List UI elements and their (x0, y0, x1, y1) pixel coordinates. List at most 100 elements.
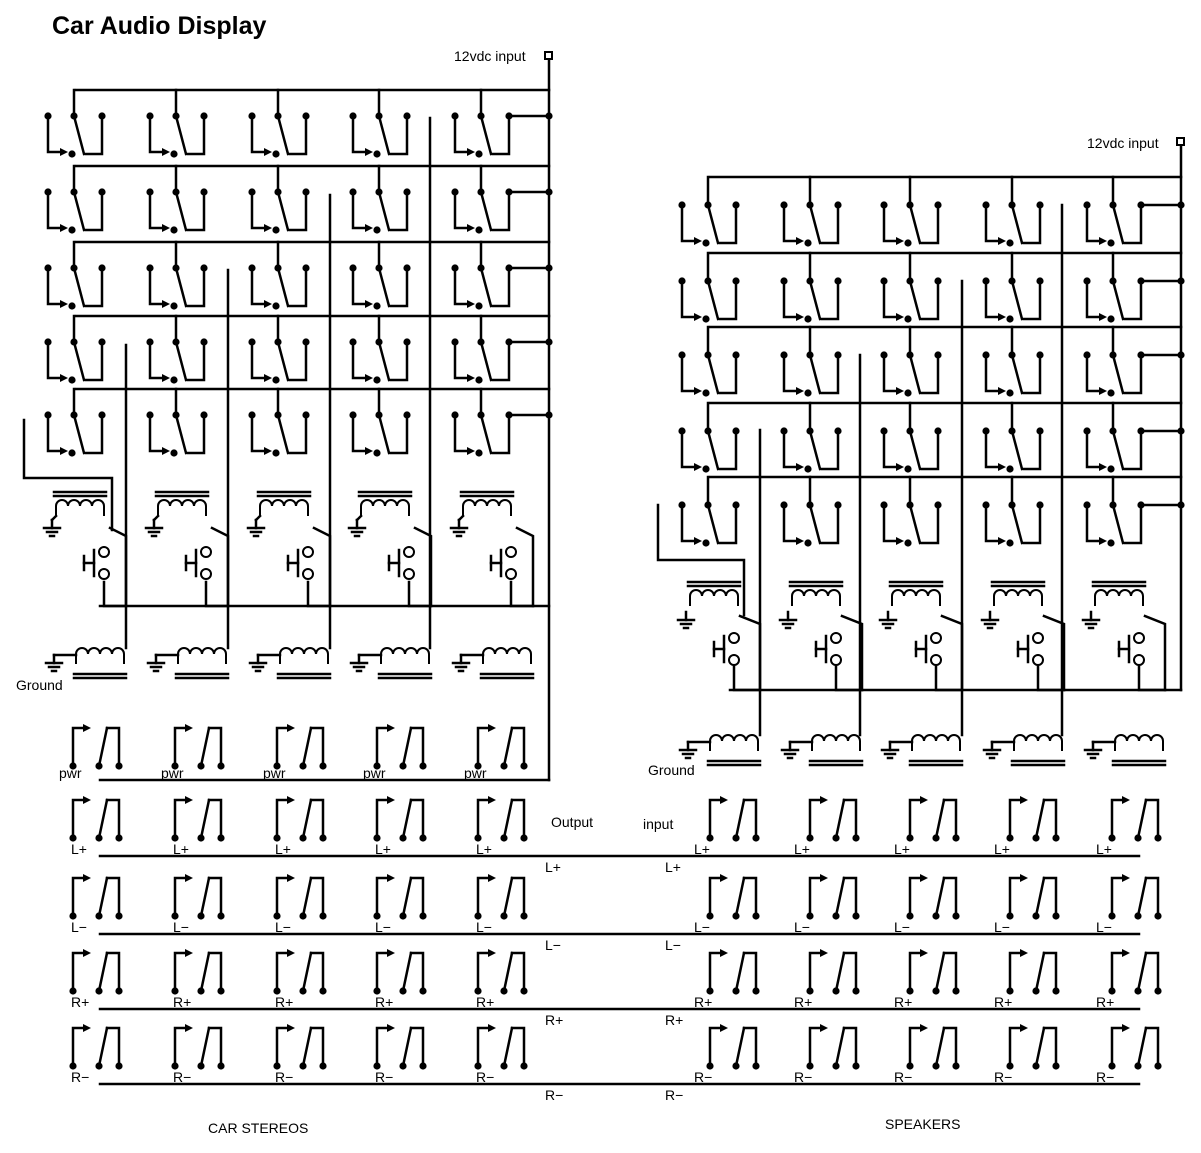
arrow-marker (185, 796, 193, 804)
wire (908, 1026, 924, 1068)
relay-coil: 3 (888, 0, 944, 606)
pwr-label: pwr (161, 765, 184, 781)
wire (734, 1026, 746, 1068)
arrow-marker (1099, 463, 1107, 471)
pwr-label: pwr (59, 765, 82, 781)
input-channel-label: R+ (665, 1012, 683, 1028)
channel-switch (69, 724, 123, 770)
wire (377, 266, 391, 308)
wire (984, 279, 1002, 319)
wire (72, 340, 86, 382)
wire (1144, 1026, 1160, 1068)
ground-icon (676, 610, 696, 630)
wire (479, 413, 493, 455)
channel-label: L− (375, 919, 391, 935)
arrow-marker (998, 537, 1006, 545)
relay-coil: 2 (174, 0, 230, 680)
wire (882, 353, 900, 393)
arrow-marker (694, 387, 702, 395)
arrow-marker (387, 874, 395, 882)
wire (1137, 664, 1167, 692)
wire (186, 266, 206, 308)
wire (680, 279, 698, 319)
wire (174, 114, 188, 156)
wire (476, 951, 492, 993)
wire (199, 726, 211, 768)
wire (375, 951, 391, 993)
output-label: Output (551, 814, 593, 830)
junction-dot (852, 987, 860, 995)
wire (734, 951, 746, 993)
channel-label: L+ (71, 841, 87, 857)
junction-dot (752, 834, 760, 842)
arrow-marker (365, 374, 373, 382)
wire (148, 114, 166, 154)
junction-dot (806, 1062, 814, 1070)
wire (1085, 353, 1103, 393)
wire (1008, 951, 1024, 993)
wire (309, 1026, 325, 1068)
arrow-marker (287, 796, 295, 804)
junction-dot (197, 834, 205, 842)
channel-switch (906, 949, 960, 995)
coil-number: 2 (832, 0, 839, 3)
junction-dot (115, 762, 123, 770)
relay-contact (248, 188, 310, 234)
junction-dot (906, 834, 914, 842)
junction-dot (1006, 539, 1014, 547)
wire (808, 951, 824, 993)
wire (407, 580, 433, 608)
channel-switch (474, 724, 528, 770)
wire (276, 266, 290, 308)
junction-dot (1177, 501, 1185, 509)
junction-dot (197, 912, 205, 920)
channel-switch (69, 1024, 123, 1070)
push-button-icon (914, 632, 942, 666)
channel-switch (1006, 949, 1060, 995)
relay-contact (44, 188, 106, 234)
junction-dot (832, 1062, 840, 1070)
junction-dot (804, 315, 812, 323)
wire (288, 413, 308, 455)
junction-dot (399, 1062, 407, 1070)
coil-winding (811, 734, 861, 751)
junction-dot (520, 762, 528, 770)
junction-dot (319, 762, 327, 770)
channel-label: R− (476, 1069, 494, 1085)
wire (389, 413, 409, 455)
junction-dot (373, 150, 381, 158)
arrow-marker (820, 1024, 828, 1032)
junction-dot (171, 987, 179, 995)
junction-dot (1032, 912, 1040, 920)
junction-dot (115, 834, 123, 842)
junction-dot (273, 762, 281, 770)
wire (453, 266, 471, 306)
junction-dot (545, 338, 553, 346)
arrow-marker (820, 796, 828, 804)
junction-dot (1134, 1062, 1142, 1070)
arrow-marker (1122, 949, 1130, 957)
wire (491, 340, 511, 382)
channel-label: L+ (476, 841, 492, 857)
arrow-marker (998, 237, 1006, 245)
relay-contact (44, 338, 106, 384)
relay-contact (451, 188, 513, 234)
channel-switch (906, 874, 960, 920)
wire (351, 413, 369, 453)
wire (250, 266, 268, 306)
relay-coil: 2 (808, 0, 864, 767)
junction-dot (68, 150, 76, 158)
junction-dot (68, 226, 76, 234)
junction-dot (1006, 389, 1014, 397)
wire (174, 190, 188, 232)
wire (842, 876, 858, 918)
wire (97, 876, 109, 918)
junction-dot (273, 912, 281, 920)
junction-dot (171, 834, 179, 842)
wire (148, 266, 166, 306)
input-label: input (643, 816, 673, 832)
channel-switch (373, 1024, 427, 1070)
wire (476, 1026, 492, 1068)
arrow-marker (83, 796, 91, 804)
arrow-marker (720, 874, 728, 882)
